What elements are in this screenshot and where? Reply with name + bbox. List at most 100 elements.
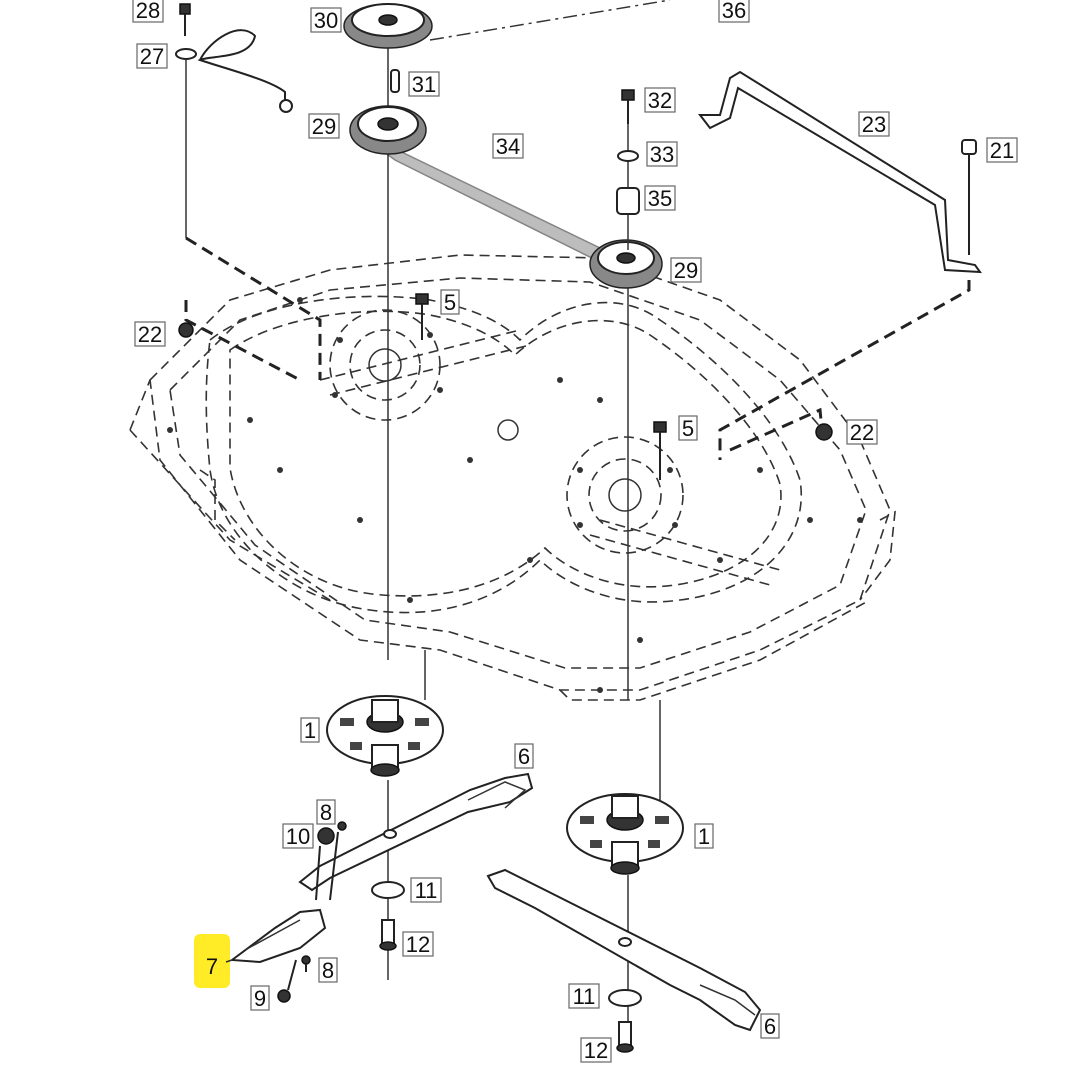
callout-box	[308, 113, 340, 139]
callout-32: 32	[644, 87, 676, 113]
callout-box	[440, 289, 460, 315]
washer-33	[617, 150, 639, 162]
mower-deck	[129, 254, 896, 701]
callout-number: 6	[764, 1014, 776, 1039]
callout-box	[858, 111, 890, 137]
callout-30: 30	[310, 7, 342, 33]
callout-12: 12	[402, 931, 434, 957]
callout-34: 34	[492, 133, 524, 159]
callout-box	[410, 877, 442, 903]
deck-bolts	[415, 293, 667, 480]
bolt-9	[277, 989, 291, 1003]
callout-number: 11	[573, 984, 596, 1009]
callout-number: 8	[322, 958, 334, 983]
callout-number: 31	[412, 72, 436, 97]
callout-box	[580, 1037, 612, 1063]
callout-number: 6	[518, 744, 530, 769]
callout-box	[760, 1013, 780, 1039]
bracket-bar	[697, 70, 983, 460]
callout-number: 21	[990, 138, 1014, 163]
callout-box	[514, 743, 534, 769]
callout-number: 1	[304, 718, 316, 743]
callout-box	[136, 43, 168, 69]
callout-28: 28	[132, 0, 164, 23]
bolt-32	[621, 89, 635, 101]
bracket-23	[697, 70, 983, 274]
left-spindle-assembly	[225, 650, 534, 1003]
nut-22-right	[815, 423, 833, 441]
callout-box	[132, 0, 164, 23]
callout-number: 12	[584, 1038, 608, 1063]
callout-highlight	[194, 934, 230, 988]
callout-box	[986, 137, 1018, 163]
callout-10: 10	[282, 823, 314, 849]
callout-box	[646, 141, 678, 167]
callout-number: 34	[496, 134, 520, 159]
spring-27	[197, 29, 286, 102]
callout-21: 21	[986, 137, 1018, 163]
callout-number: 8	[320, 800, 332, 825]
spacer-35	[616, 187, 640, 215]
callout-1: 1	[694, 823, 714, 849]
callout-7: 7	[206, 954, 218, 979]
callout-box	[134, 321, 166, 347]
rivet-8-lower	[301, 955, 311, 965]
callout-9: 9	[250, 985, 270, 1011]
bolt-12-right	[618, 1021, 632, 1047]
callout-35: 35	[644, 185, 676, 211]
rod-assembly	[175, 3, 322, 382]
callout-number: 22	[850, 420, 874, 445]
callout-29: 29	[670, 257, 702, 283]
rivet-8-upper	[337, 821, 347, 831]
callout-6: 6	[514, 743, 534, 769]
callout-number: 9	[254, 986, 266, 1011]
callout-11: 11	[410, 877, 442, 903]
key-31	[390, 69, 400, 93]
deflector-7	[229, 908, 327, 964]
callout-number: 22	[138, 322, 162, 347]
callout-5: 5	[440, 289, 460, 315]
callout-box	[310, 7, 342, 33]
callout-number: 1	[698, 824, 710, 849]
callout-number: 10	[286, 824, 310, 849]
callout-number: 29	[312, 114, 336, 139]
callout-27: 27	[136, 43, 168, 69]
callout-box	[316, 799, 336, 825]
callout-23: 23	[858, 111, 890, 137]
callout-29: 29	[308, 113, 340, 139]
bolt-28	[179, 3, 191, 15]
callout-box	[678, 415, 698, 441]
callout-box	[250, 985, 270, 1011]
bolt-5-right	[653, 421, 667, 433]
callout-number: 30	[314, 8, 338, 33]
callout-31: 31	[408, 71, 440, 97]
upper-drive	[343, 0, 671, 700]
callout-box	[694, 823, 714, 849]
callout-22: 22	[846, 419, 878, 445]
callout-box	[670, 257, 702, 283]
callout-33: 33	[646, 141, 678, 167]
callout-number: 36	[722, 0, 746, 23]
callout-box	[846, 419, 878, 445]
callout-number: 11	[415, 878, 438, 903]
callout-number: 28	[136, 0, 160, 23]
bolt-12-left	[381, 919, 395, 945]
callout-8: 8	[318, 957, 338, 983]
callout-box	[644, 185, 676, 211]
callout-box	[644, 87, 676, 113]
callout-12: 12	[580, 1037, 612, 1063]
callout-box	[318, 957, 338, 983]
callout-number: 27	[140, 44, 164, 69]
callout-6: 6	[760, 1013, 780, 1039]
blade-6-upper	[298, 772, 534, 892]
callout-number: 29	[674, 258, 698, 283]
callout-11: 11	[568, 983, 600, 1009]
callout-5: 5	[678, 415, 698, 441]
callout-box	[492, 133, 524, 159]
callout-box	[300, 717, 320, 743]
callout-number: 23	[862, 112, 886, 137]
callout-box	[408, 71, 440, 97]
